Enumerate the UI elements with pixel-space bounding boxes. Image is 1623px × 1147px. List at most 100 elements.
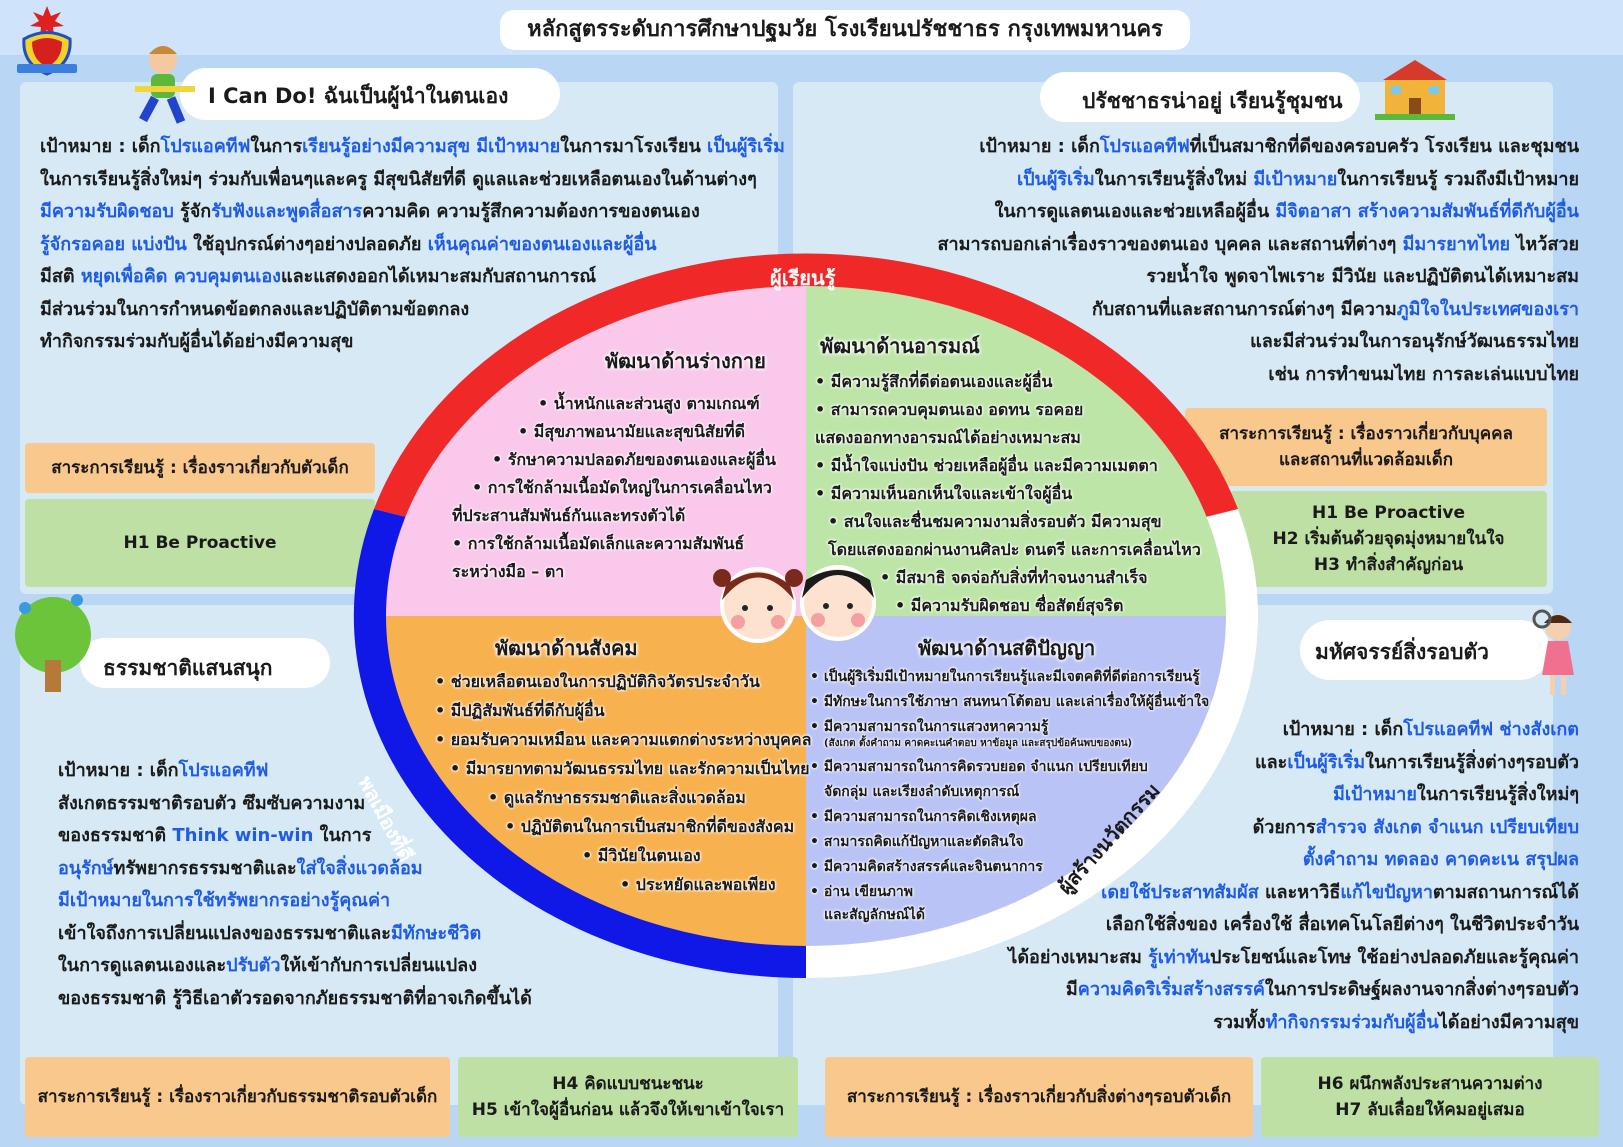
physical-item: ที่ประสานสัมพันธ์กันและทรงตัวได้ — [452, 506, 686, 525]
text-segment: เช่น การทำขนมไทย การละเล่นแบบไทย — [1268, 363, 1579, 385]
physical-item: • รักษาความปลอดภัยของตนเองและผู้อื่น — [492, 450, 776, 469]
intellectual-item: • มีความคิดสร้างสรรค์และจินตนาการ — [810, 859, 1043, 875]
highlighted-text: หยุดเพื่อคิด ควบคุมตนเอง — [80, 266, 281, 287]
text-line: ในการดูแลตนเองและปรับตัวให้เข้ากับการเปล… — [58, 950, 532, 983]
social-item: • ดูแลรักษาธรรมชาติและสิ่งแวดล้อม — [488, 788, 746, 807]
highlighted-text: เป็นผู้ริเริ่ม — [1016, 168, 1095, 190]
text-segment: ในการ — [250, 136, 303, 157]
emotional-title: พัฒนาด้านอารมณ์ — [820, 334, 980, 358]
text-segment: ในการเรียนรู้สิ่งใหม่ๆ — [1416, 784, 1579, 805]
subject-box-bottom-right: สาระการเรียนรู้ : เรื่องราวเกี่ยวกับสิ่ง… — [825, 1057, 1253, 1137]
highlighted-text: เป็นผู้ริเริ่ม — [707, 136, 785, 157]
text-segment: ทรัพยากรธรรมชาติและ — [113, 857, 297, 879]
text-segment: ความคิด ความรู้สึกความต้องการของตนเอง — [362, 201, 700, 222]
text-segment: เลือกใช้สิ่งของ เครื่องใช้ สื่อเทคโนโลยี… — [1105, 914, 1579, 935]
text-segment: สังเกตธรรมชาติรอบตัว ซึมซับความงาม — [58, 792, 366, 814]
habit-label: H5 เข้าใจผู้อื่นก่อน แล้วจึงให้เขาเข้าใจ… — [471, 1100, 785, 1120]
heading-nature: ธรรมชาติแสนสนุก — [103, 656, 273, 680]
subject-label: สาระการเรียนรู้ : เรื่องราวเกี่ยวกับสิ่ง… — [846, 1087, 1232, 1107]
highlighted-text: ทำกิจกรรมร่วมกับผู้อื่น — [1265, 1011, 1439, 1033]
school-logo — [17, 6, 77, 76]
emotional-item: • มีความรู้สึกที่ดีต่อตนเองและผู้อื่น — [815, 372, 1053, 391]
text-line: ทำกิจกรรมร่วมกับผู้อื่นได้อย่างมีความสุข — [40, 326, 785, 359]
ring-label-learner: ผู้เรียนรู้ — [770, 266, 836, 290]
text-line: ได้อย่างเหมาะสม รู้เท่าทันประโยชน์และโทษ… — [1008, 942, 1579, 975]
text-segment: เป้าหมาย : เด็ก — [40, 136, 161, 157]
highlighted-text: มีเป้าหมาย — [1332, 784, 1417, 805]
text-line: ตั้งคำถาม ทดลอง คาดคะเน สรุปผล — [1008, 844, 1579, 877]
subject-label: สาระการเรียนรู้ : เรื่องราวเกี่ยวกับบุคค… — [1219, 424, 1513, 444]
text-segment: ให้เข้ากับการเปลี่ยนแปลง — [280, 955, 477, 976]
text-segment: เป้าหมาย : เด็ก — [58, 760, 179, 781]
tree-icon — [15, 594, 91, 692]
text-segment: รู้จัก — [173, 201, 212, 222]
text-line: มีเป้าหมายในการเรียนรู้สิ่งใหม่ๆ — [1008, 779, 1579, 812]
highlighted-text: มีเป้าหมาย — [1253, 168, 1338, 190]
highlighted-text: สำรวจ สังเกต จำแนก เปรียบเทียบ — [1315, 816, 1579, 838]
heading-cloud — [1300, 620, 1550, 680]
social-item: • มีมารยาทตามวัฒนธรรมไทย และรักความเป็นไ… — [450, 759, 810, 778]
text-line: รวยน้ำใจ พูดจาไพเราะ มีวินัย และปฏิบัติต… — [937, 261, 1579, 294]
text-line: ในการดูแลตนเองและช่วยเหลือผู้อื่น มีจิตอ… — [937, 196, 1579, 229]
highlighted-text: แก้ไขปัญหา — [1340, 881, 1433, 903]
goal-top-right: เป้าหมาย : เด็กโปรแอคทีฟที่เป็นสมาชิกที่… — [937, 131, 1579, 391]
habit-label: H1 Be Proactive — [1311, 503, 1466, 523]
highlighted-text: โปรแอคทีฟ — [178, 760, 269, 781]
emotional-item: • มีความรับผิดชอบ ซื่อสัตย์สุจริต — [895, 596, 1124, 615]
emotional-item: • สนใจและชื่นชมความงามสิ่งรอบตัว มีความส… — [828, 512, 1162, 531]
habit-label: H2 เริ่มต้นด้วยจุดมุ่งหมายในใจ — [1272, 529, 1505, 549]
social-item: • มีวินัยในตนเอง — [582, 846, 701, 865]
emotional-item: แสดงออกทางอารมณ์ได้อย่างเหมาะสม — [815, 428, 1081, 447]
text-segment: ของธรรมชาติ — [58, 825, 173, 846]
highlighted-text: เรียนรู้อย่างมีความสุข มีเป้าหมาย — [302, 136, 561, 157]
text-segment: ได้อย่างมีความสุข — [1438, 1011, 1579, 1033]
school-building-icon — [1375, 60, 1455, 120]
highlighted-text: อนุรักษ์ — [58, 857, 114, 879]
emotional-item: • สามารถควบคุมตนเอง อดทน รอคอย — [815, 400, 1084, 419]
highlighted-text: ความคิดริเริ่มสร้างสรรค์ — [1077, 979, 1265, 1000]
text-segment: มี — [1065, 979, 1078, 1000]
text-segment: เป้าหมาย : เด็ก — [979, 136, 1100, 157]
text-segment: และมีส่วนร่วมในการอนุรักษ์วัฒนธรรมไทย — [1250, 331, 1579, 352]
subject-box-top-left: สาระการเรียนรู้ : เรื่องราวเกี่ยวกับตัวเ… — [25, 443, 375, 493]
social-item: • ประหยัดและพอเพียง — [620, 875, 776, 894]
highlighted-text: เป็นผู้ริเริ่ม — [1287, 751, 1366, 773]
text-line: อนุรักษ์ทรัพยากรธรรมชาติและใส่ใจสิ่งแวดล… — [58, 853, 532, 886]
text-line: ของธรรมชาติ Think win-win ในการ — [58, 820, 532, 853]
text-segment: ได้อย่างเหมาะสม — [1008, 946, 1149, 968]
social-item: • มีปฏิสัมพันธ์ที่ดีกับผู้อื่น — [435, 701, 605, 720]
intellectual-title: พัฒนาด้านสติปัญญา — [918, 636, 1096, 660]
highlighted-text: มีเป้าหมายในการใช้ทรัพยากรอย่างรู้คุณค่า — [58, 890, 391, 911]
subject-box-top-right: สาระการเรียนรู้ : เรื่องราวเกี่ยวกับบุคค… — [1185, 408, 1547, 486]
text-line: เป้าหมาย : เด็กโปรแอคทีฟในการเรียนรู้อย่… — [40, 131, 785, 164]
heading-wonders: มหัศจรรย์สิ่งรอบตัว — [1315, 640, 1489, 664]
text-segment: ทำกิจกรรมร่วมกับผู้อื่นได้อย่างมีความสุข — [40, 331, 354, 352]
physical-item: ระหว่างมือ – ตา — [452, 562, 565, 581]
text-segment: และแสดงออกได้เหมาะสมกับสถานการณ์ — [280, 266, 597, 287]
highlighted-text: เห็นคุณค่าของตนเองและผู้อื่น — [427, 233, 657, 255]
highlighted-text: รู้จักรอคอย แบ่งปัน — [40, 233, 187, 255]
text-segment: รวยน้ำใจ พูดจาไพเราะ มีวินัย และปฏิบัติต… — [1146, 266, 1579, 287]
highlighted-text: ภูมิใจในประเทศของเรา — [1396, 298, 1579, 320]
text-line: กับสถานที่และสถานการณ์ต่างๆ มีความภูมิใจ… — [937, 294, 1579, 327]
habit-label: H3 ทำสิ่งสำคัญก่อน — [1313, 555, 1464, 575]
text-segment: ในการดูแลตนเองและช่วยเหลือผู้อื่น — [994, 201, 1276, 222]
text-segment: ตามสถานการณ์ได้ — [1432, 881, 1579, 903]
highlighted-text: รับฟังและพูดสื่อสาร — [211, 201, 363, 222]
children-faces-icon — [713, 565, 876, 643]
text-segment: รวมทั้ง — [1213, 1011, 1266, 1033]
text-line: มีส่วนร่วมในการกำหนดข้อตกลงและปฏิบัติตาม… — [40, 294, 785, 327]
intellectual-item: • มีทักษะในการใช้ภาษา สนทนาโต้ตอบ และเล่… — [810, 694, 1210, 710]
intellectual-item: • มีความสามารถในการคิดเชิงเหตุผล — [810, 809, 1037, 825]
text-segment: กับสถานที่และสถานการณ์ต่างๆ มีความ — [1091, 298, 1397, 320]
highlighted-text: มีมารยาทไทย — [1402, 233, 1511, 255]
highlighted-text: โดยใช้ประสาทสัมผัส — [1097, 881, 1259, 903]
text-segment: และหาวิธี — [1258, 881, 1341, 903]
text-line: รวมทั้งทำกิจกรรมร่วมกับผู้อื่นได้อย่างมี… — [1008, 1007, 1579, 1040]
text-line: ของธรรมชาติ รู้วิธีเอาตัวรอดจากภัยธรรมชา… — [58, 983, 532, 1016]
text-segment: ในการ — [313, 825, 372, 846]
text-segment: มีส่วนร่วมในการกำหนดข้อตกลงและปฏิบัติตาม… — [40, 298, 470, 320]
text-segment: ในการเรียนรู้สิ่งใหม่ๆ ร่วมกับเพื่อนๆและ… — [40, 168, 757, 190]
physical-item: • การใช้กล้ามเนื้อมัดใหญ่ในการเคลื่อนไหว — [472, 478, 772, 497]
